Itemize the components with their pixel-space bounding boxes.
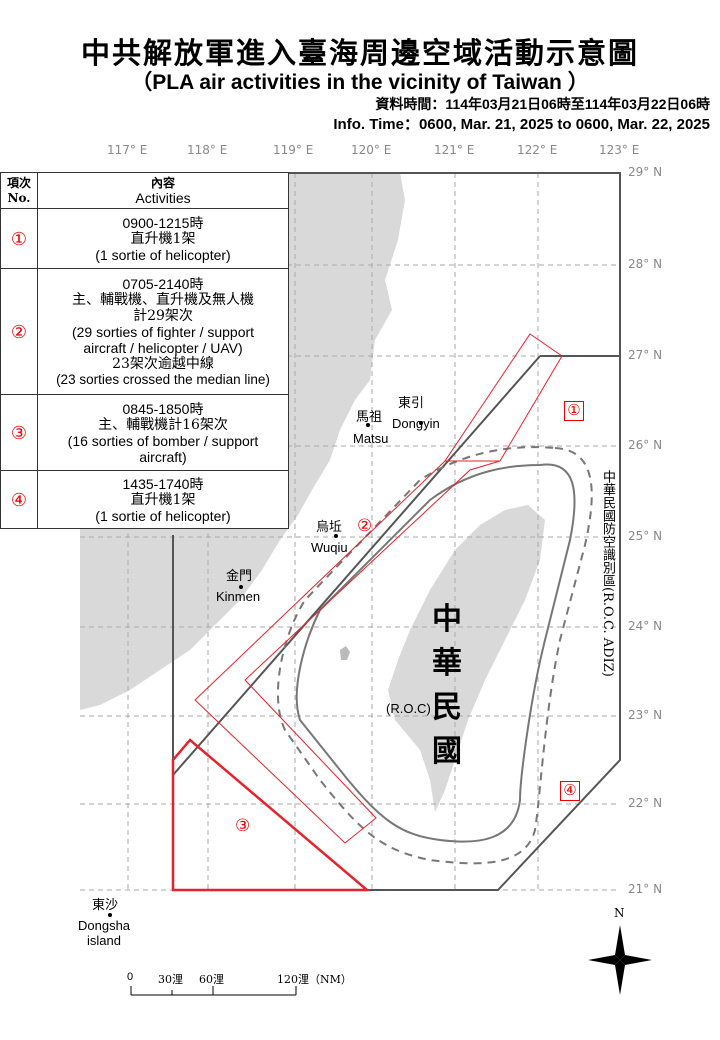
lon-label: 120° E <box>351 143 392 157</box>
scale-label: 0 <box>127 971 134 983</box>
dongsha-dot <box>108 913 112 917</box>
baseline-outer <box>276 446 593 865</box>
legend-row: ① 0900-1215時直升機1架(1 sortie of helicopter… <box>0 208 289 269</box>
header-no-zh: 項次 <box>6 175 31 190</box>
header-act-en: Activities <box>135 190 191 206</box>
map-title: 中共解放軍進入臺海周邊空域活動示意圖 <box>80 36 639 70</box>
row-text: aircraft) <box>139 448 187 465</box>
zone-3-marker: ③ <box>235 816 251 835</box>
legend-row: ④ 1435-1740時直升機1架(1 sortie of helicopter… <box>0 470 289 529</box>
wuqiu-dot <box>334 534 338 538</box>
row-text: 23架次逾越中線 <box>112 355 214 372</box>
scale-label: 120浬（NM） <box>277 973 352 986</box>
kinmen-label: 金門 <box>226 569 253 584</box>
lat-label: 28° N <box>628 257 663 271</box>
zone-2-area <box>194 460 501 844</box>
row-text: 計29架次 <box>133 307 193 324</box>
lon-label: 119° E <box>273 143 314 157</box>
lat-label: 22° N <box>628 796 663 810</box>
roc-label-en: (R.O.C) <box>386 701 431 716</box>
lat-label: 26° N <box>628 438 663 452</box>
lat-label: 23° N <box>628 708 663 722</box>
zone-3-area <box>171 738 371 892</box>
row-text: (23 sorties crossed the median line) <box>56 371 270 387</box>
lon-label: 121° E <box>434 143 475 157</box>
median-line <box>172 355 620 776</box>
row-text: 主、輔戰機、直升機及無人機 <box>72 291 254 308</box>
dongyin-dot <box>419 421 423 425</box>
scale-bar <box>130 986 297 996</box>
row-text: (29 sorties of fighter / support <box>71 323 255 340</box>
info-time-en: Info. Time：0600, Mar. 21, 2025 to 0600, … <box>333 116 710 133</box>
lon-label: 123° E <box>599 143 640 157</box>
wuqiu-label-en: Wuqiu <box>311 540 348 555</box>
info-time-zh: 資料時間：114年03月21日06時至114年03月22日06時 <box>375 96 710 112</box>
lat-label: 25° N <box>628 529 663 543</box>
adiz-label: 中華民國防空識別區(R.O.C. ADIZ) <box>600 470 615 677</box>
row-text: (16 sorties of bomber / support <box>67 432 259 449</box>
zone-2-marker: ② <box>357 516 373 535</box>
row-time: 1435-1740時 <box>122 475 204 492</box>
legend-row: ③ 0845-1850時主、輔戰機計16架次(16 sorties of bom… <box>0 394 289 471</box>
header-act-zh: 內容 <box>150 176 175 190</box>
compass-north-label: N <box>614 906 625 920</box>
header-no-en: No. <box>7 190 31 205</box>
lat-label: 27° N <box>628 348 663 362</box>
wuqiu-label: 烏坵 <box>316 520 343 535</box>
lon-label: 117° E <box>107 143 148 157</box>
roc-label-zh: 中華民國 <box>432 602 462 769</box>
zone-1-marker: ① <box>564 401 584 421</box>
row-time: 0845-1850時 <box>122 400 204 417</box>
zone-4-marker: ④ <box>560 781 580 801</box>
row-text: (1 sortie of helicopter) <box>95 246 231 263</box>
dongyin-label: 東引 <box>398 396 425 411</box>
kinmen-label-en: Kinmen <box>216 589 261 604</box>
kinmen-dot <box>239 585 243 589</box>
matsu-dot <box>366 423 370 427</box>
dongyin-label-en: Dongyin <box>392 416 440 431</box>
row-text: 主、輔戰機計16架次 <box>98 416 228 433</box>
penghu-islands <box>340 646 350 660</box>
lat-label: 21° N <box>628 882 663 896</box>
row-number: ② <box>0 268 38 395</box>
row-number: ③ <box>0 394 38 471</box>
scale-label: 30浬 <box>158 973 183 986</box>
row-text: 直升機1架 <box>130 491 196 508</box>
lon-label: 122° E <box>517 143 558 157</box>
matsu-label: 馬祖 <box>356 410 383 425</box>
row-text: 直升機1架 <box>130 230 196 247</box>
matsu-label-en: Matsu <box>353 431 389 446</box>
row-time: 0705-2140時 <box>122 275 204 292</box>
row-time: 0900-1215時 <box>122 214 204 231</box>
row-number: ④ <box>0 470 38 529</box>
legend-row: ② 0705-2140時主、輔戰機、直升機及無人機計29架次(29 sortie… <box>0 268 289 395</box>
scale-label: 60浬 <box>199 973 224 986</box>
compass-rose-icon <box>588 925 652 995</box>
dongsha-label: 東沙 <box>92 898 119 913</box>
lat-label: 29° N <box>628 165 663 179</box>
row-text: (1 sortie of helicopter) <box>95 507 231 524</box>
row-text: aircraft / helicopter / UAV) <box>83 339 243 356</box>
row-number: ① <box>0 208 38 269</box>
map-subtitle: （PLA air activities in the vicinity of T… <box>131 71 589 94</box>
lat-label: 24° N <box>628 619 663 633</box>
taiwan-island <box>388 505 545 812</box>
lon-label: 118° E <box>187 143 228 157</box>
